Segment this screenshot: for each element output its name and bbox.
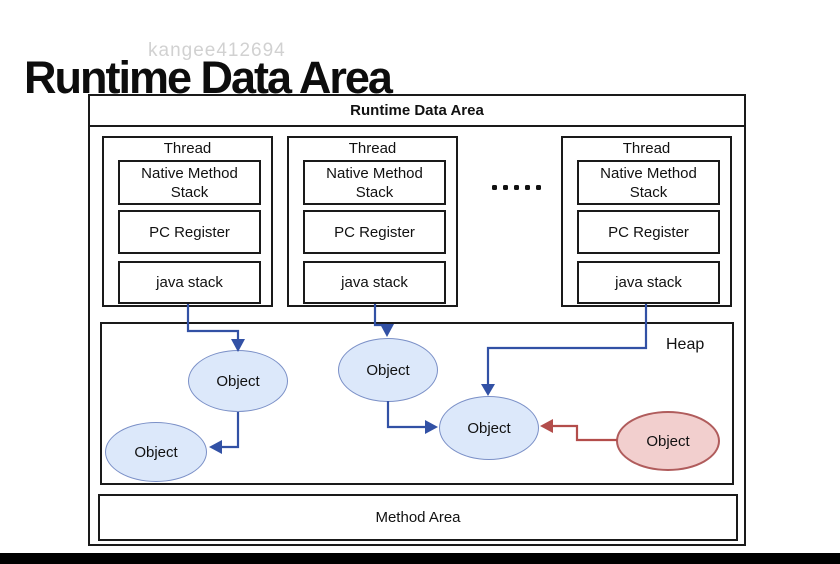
pc-register-box: PC Register	[577, 210, 720, 254]
thread-box-2: Thread Native Method Stack PC Register j…	[287, 136, 458, 307]
watermark-text: kangee412694	[148, 40, 286, 61]
native-method-stack-box: Native Method Stack	[303, 160, 446, 205]
pc-register-box: PC Register	[118, 210, 261, 254]
thread-label: Thread	[622, 140, 671, 157]
heap-object-blue-2: Object	[338, 338, 438, 402]
heap-object-blue-3: Object	[439, 396, 539, 460]
heap-object-red: Object	[616, 411, 720, 471]
bottom-black-bar	[0, 553, 840, 564]
thread-label: Thread	[348, 140, 397, 157]
java-stack-box: java stack	[303, 261, 446, 304]
more-threads-ellipsis	[492, 185, 541, 190]
native-method-stack-box: Native Method Stack	[118, 160, 261, 205]
heap-object-blue-1: Object	[188, 350, 288, 412]
page-title: Runtime Data Area	[24, 52, 393, 104]
heap-object-blue-4: Object	[105, 422, 207, 482]
thread-box-1: Thread Native Method Stack PC Register j…	[102, 136, 273, 307]
dot	[514, 185, 519, 190]
native-method-stack-box: Native Method Stack	[577, 160, 720, 205]
heap-label: Heap	[666, 336, 705, 353]
method-area-box: Method Area	[98, 494, 738, 541]
java-stack-box: java stack	[118, 261, 261, 304]
dot	[492, 185, 497, 190]
dot	[503, 185, 508, 190]
runtime-data-area-title: Runtime Data Area	[88, 94, 746, 127]
thread-label: Thread	[163, 140, 212, 157]
pc-register-box: PC Register	[303, 210, 446, 254]
dot	[536, 185, 541, 190]
dot	[525, 185, 530, 190]
thread-box-3: Thread Native Method Stack PC Register j…	[561, 136, 732, 307]
java-stack-box: java stack	[577, 261, 720, 304]
